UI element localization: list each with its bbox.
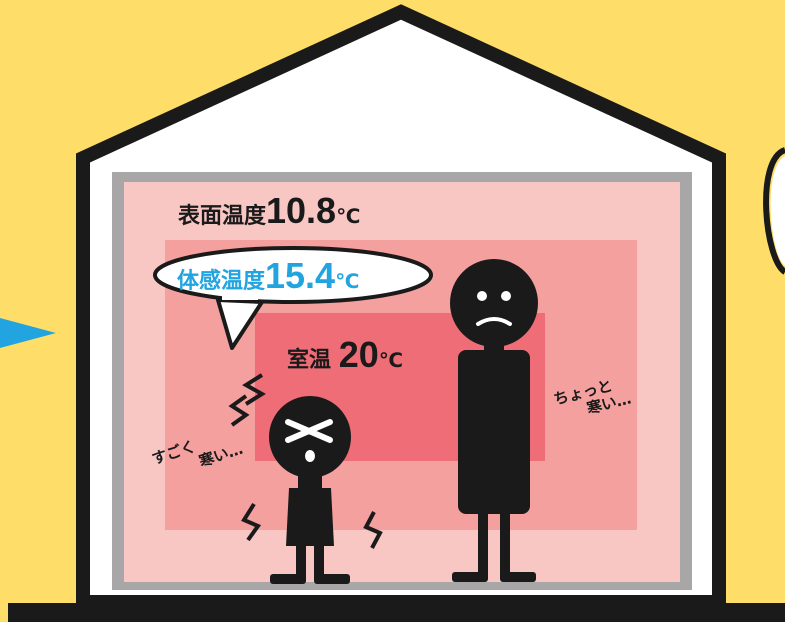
felt-temperature-value: 15.4 <box>265 255 336 296</box>
adult-figure <box>450 259 538 582</box>
worried-face-icon <box>476 291 512 326</box>
room-temperature-unit: ℃ <box>378 348 403 372</box>
speech-bubble <box>153 246 433 350</box>
room-temperature-text: 室温 <box>287 348 332 373</box>
ground-line <box>8 603 785 622</box>
room-temperature-label: 室温 20℃ <box>287 337 403 373</box>
shiver-mark-icon <box>228 373 383 549</box>
surface-temperature-text: 表面温度 <box>178 204 267 229</box>
felt-temperature-label: 体感温度15.4℃ <box>177 258 359 294</box>
surface-temperature-label: 表面温度10.8℃ <box>178 193 360 229</box>
felt-temperature-unit: ℃ <box>335 269 360 293</box>
surface-temperature-unit: ℃ <box>336 204 361 228</box>
child-figure <box>269 396 351 584</box>
circle-partial-icon <box>763 147 785 275</box>
surface-temperature-value: 10.8 <box>266 190 337 231</box>
arrow-right-icon <box>0 318 56 348</box>
felt-temperature-text: 体感温度 <box>177 269 266 294</box>
room-temperature-value: 20 <box>338 334 379 375</box>
x-eyes-face-icon <box>285 419 333 443</box>
